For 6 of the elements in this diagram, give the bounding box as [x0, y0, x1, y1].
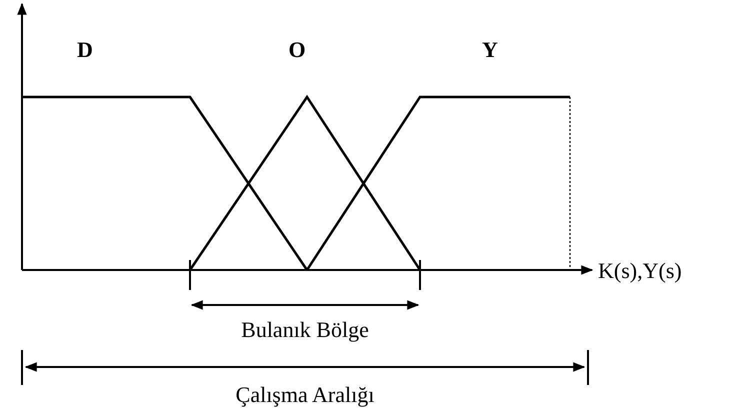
set-label: O [288, 39, 306, 61]
range-label: Çalışma Aralığı [236, 384, 374, 406]
set-label: Y [482, 39, 498, 61]
range-label: Bulanık Bölge [241, 319, 369, 341]
axis-label: K(s),Y(s) [598, 260, 682, 282]
set-label: D [77, 39, 93, 61]
